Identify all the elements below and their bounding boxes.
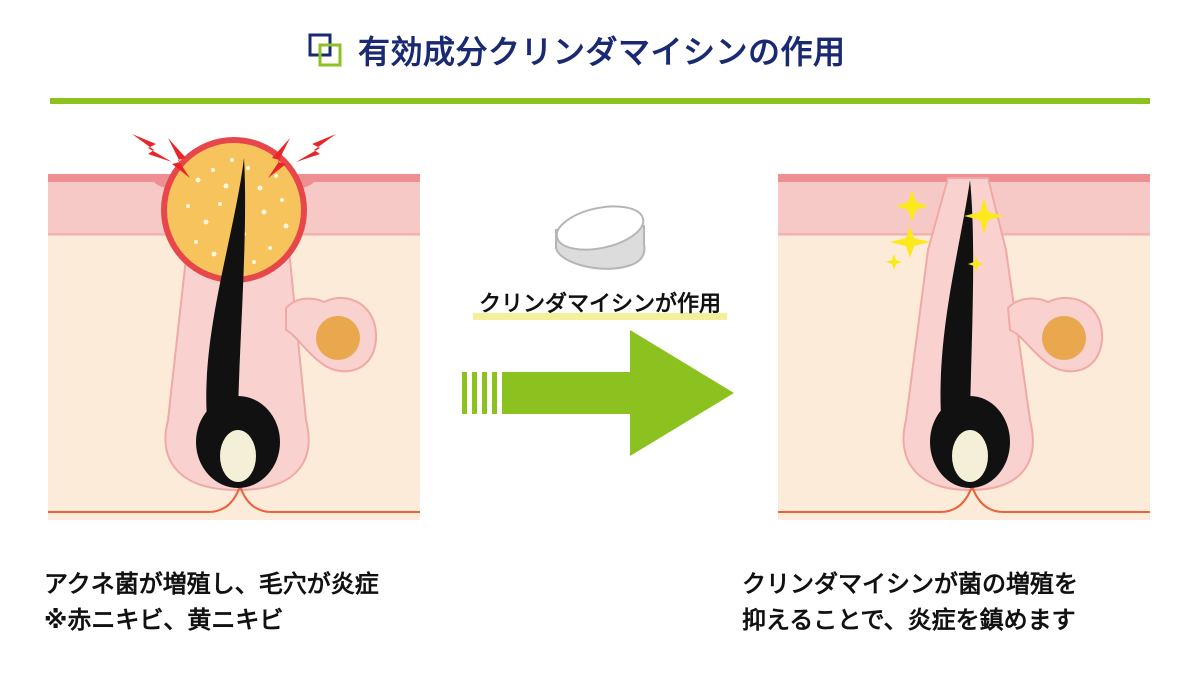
page-title: 有効成分クリンダマイシンの作用 [358,33,846,71]
left-caption-line1: アクネ菌が増殖し、毛穴が炎症 [44,570,379,598]
title-underline [50,98,1150,104]
hair-shaft [940,180,974,430]
right-caption-line2: 抑えることで、炎症を鎮めます [742,606,1076,634]
right-caption-line1: クリンダマイシンが菌の増殖を [742,570,1078,598]
calmed-skin-diagram [778,174,1150,520]
tablet-icon [555,205,646,270]
sparkle-icon [886,190,1004,272]
hair-papilla [952,430,988,482]
action-label: クリンダマイシンが作用 [440,286,760,320]
hair-papilla [220,430,256,482]
action-label-text: クリンダマイシンが作用 [472,286,727,320]
inflammation-icon [132,134,336,178]
overlapping-squares-icon [308,33,342,67]
calmed-skin-illustration [778,130,1150,520]
title-group: 有効成分クリンダマイシンの作用 [308,30,846,71]
sebaceous-gland [1042,316,1086,360]
right-caption: クリンダマイシンが菌の増殖を 抑えることで、炎症を鎮めます [742,566,1078,638]
pimple-base-right [300,174,316,188]
left-caption: アクネ菌が増殖し、毛穴が炎症 ※赤ニキビ、黄ニキビ [44,566,379,638]
hair-shaft [206,158,246,430]
right-arrow-icon [462,330,734,456]
pimple-base-left [152,174,168,188]
left-caption-line2: ※赤ニキビ、黄ニキビ [44,606,284,634]
header: 有効成分クリンダマイシンの作用 [0,18,1200,104]
inflamed-skin-diagram [48,134,420,520]
sebaceous-gland [316,316,360,360]
inflamed-skin-illustration [48,130,420,520]
